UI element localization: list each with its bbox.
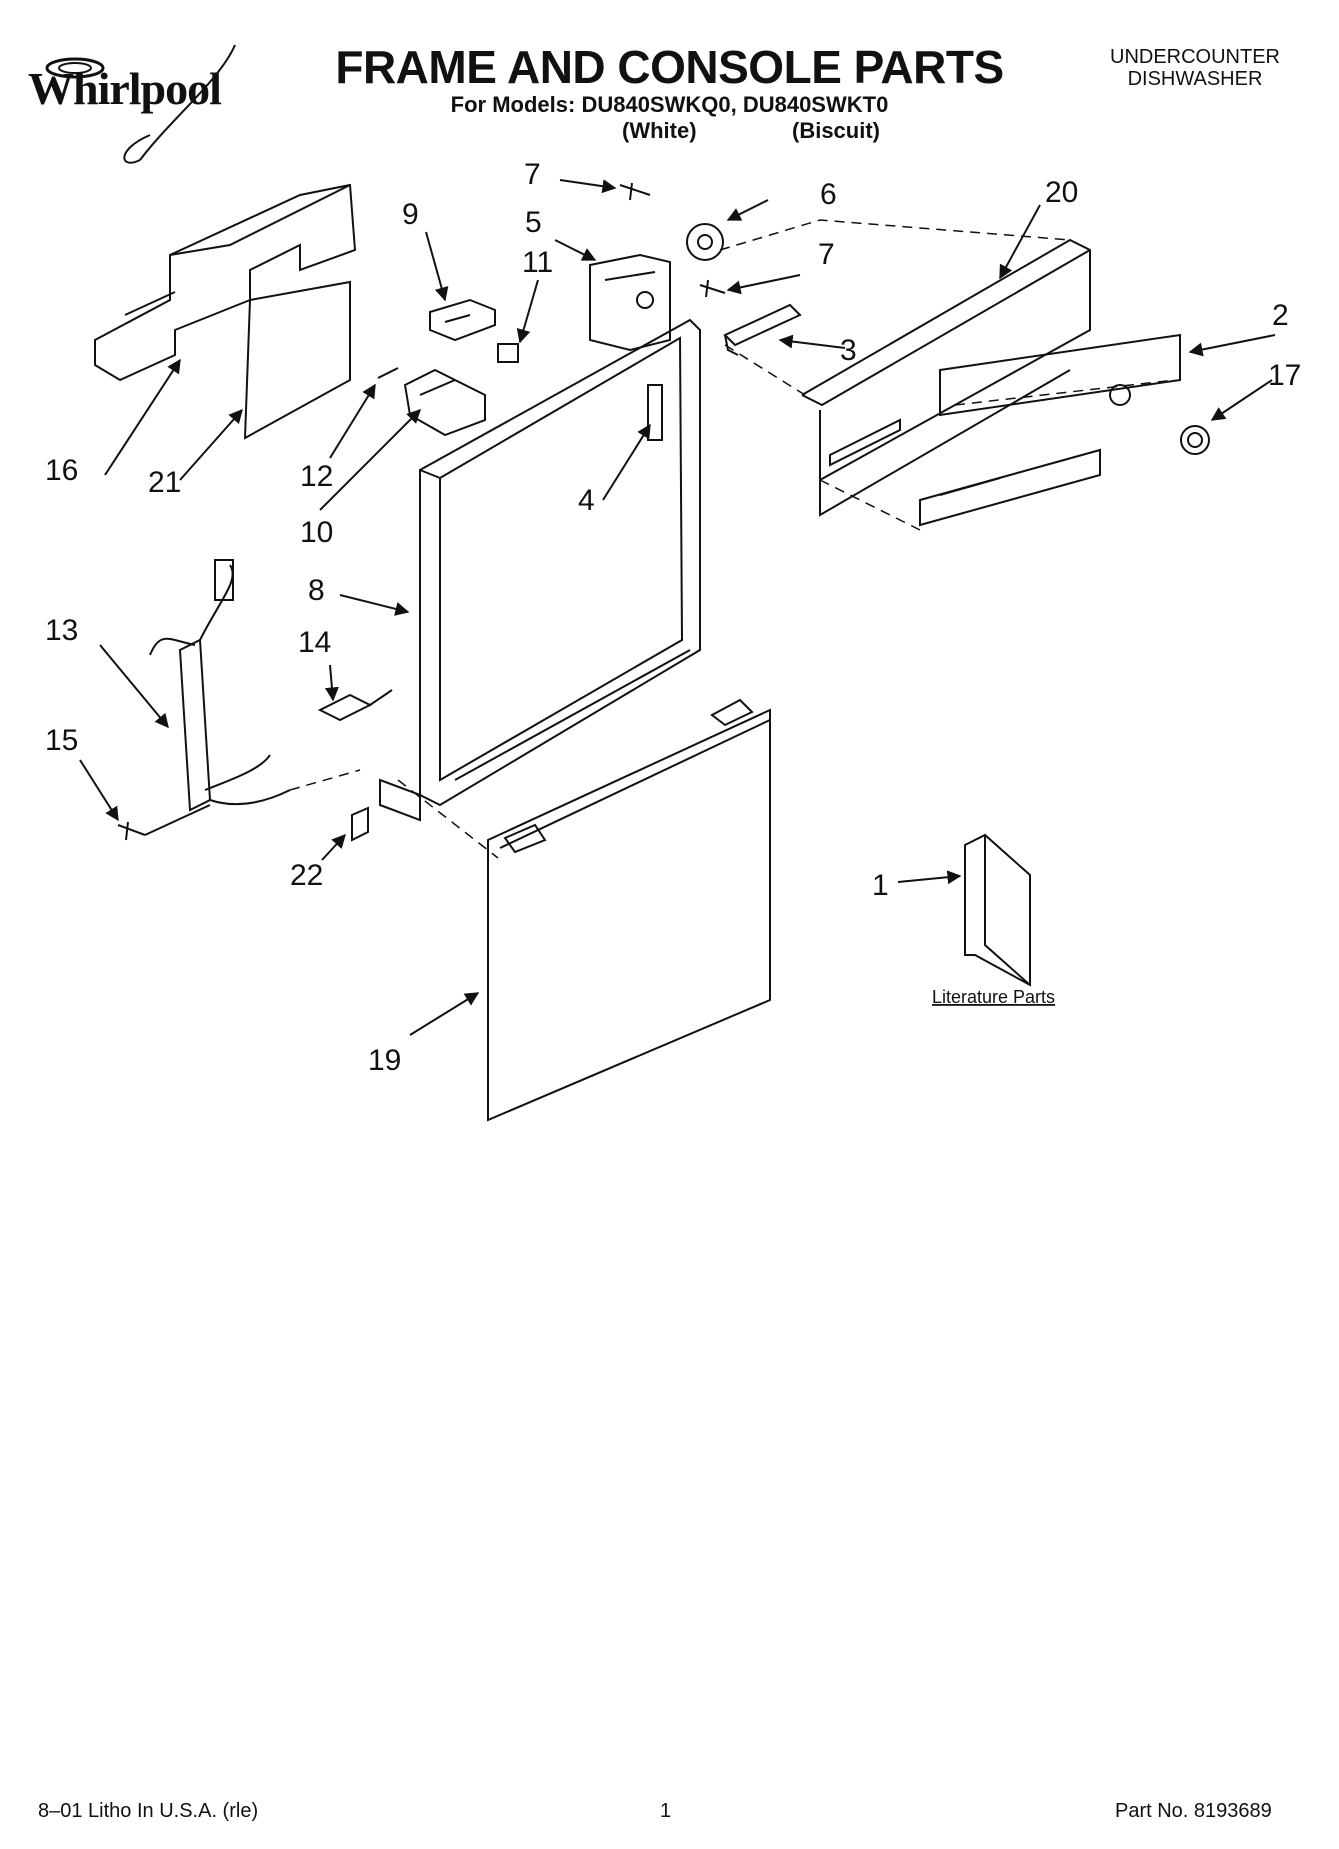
product-type: UNDERCOUNTER DISHWASHER: [1085, 46, 1305, 90]
callout-13: 13: [45, 614, 78, 647]
part-5-timer: [589, 253, 671, 352]
callout-1: 1: [872, 869, 889, 902]
litho-note: 8–01 Litho In U.S.A. (rle): [38, 1800, 259, 1822]
part-8-door-frame: [379, 318, 701, 822]
literature-parts-label: Literature Parts: [932, 987, 1055, 1007]
callout-3: 3: [840, 334, 857, 367]
callout-4: 4: [578, 484, 595, 517]
callout-7b: 7: [818, 238, 835, 271]
assembly-lines: [289, 219, 1176, 859]
callout-6: 6: [820, 178, 837, 211]
part-22-clip: [351, 806, 369, 842]
part-2-trim: [939, 333, 1181, 417]
variant-white: (White): [622, 118, 697, 143]
part-3-bracket: [723, 303, 802, 356]
callout-8: 8: [308, 574, 325, 607]
part-9-switch: [429, 298, 496, 342]
part-7-screw: [619, 182, 651, 201]
part-21-insulation: [243, 280, 351, 440]
product-line-2: DISHWASHER: [1127, 68, 1263, 90]
product-line-1: UNDERCOUNTER: [1110, 46, 1280, 68]
callout-5: 5: [525, 206, 542, 239]
page-number: 1: [660, 1800, 672, 1822]
variant-biscuit: (Biscuit): [792, 118, 880, 143]
leader-lines: [79, 179, 1276, 1036]
callout-12: 12: [300, 460, 333, 493]
part-number: Part No. 8193689: [1115, 1800, 1272, 1822]
callout-10: 10: [300, 516, 333, 549]
part-15-screw: [117, 804, 211, 841]
callout-11: 11: [522, 246, 553, 279]
part-11-switch: [497, 343, 519, 363]
callout-17: 17: [1268, 359, 1301, 392]
part-19-door-panel: [487, 698, 771, 1122]
callout-20: 20: [1045, 176, 1078, 209]
callout-19: 19: [368, 1044, 401, 1077]
callout-22: 22: [290, 859, 323, 892]
part-lower-panel: [919, 448, 1101, 527]
callout-2: 2: [1272, 299, 1289, 332]
part-14-sensor: [317, 689, 393, 722]
callout-16: 16: [45, 454, 78, 487]
part-16-console-cover: [94, 183, 357, 382]
part-13-wire-harness: [149, 559, 291, 812]
callout-15: 15: [45, 724, 78, 757]
part-1-literature: [964, 833, 1031, 987]
callout-9: 9: [402, 198, 419, 231]
callout-21: 21: [148, 466, 181, 499]
part-6-dial: [686, 223, 724, 261]
part-17-knob: [1180, 425, 1210, 455]
whirlpool-swirl-icon: [45, 44, 236, 164]
brand-name: Whirlpool: [28, 63, 222, 114]
part-12-pin: [377, 367, 399, 379]
part-10-bracket: [403, 368, 486, 437]
part-7-screw-b: [699, 279, 726, 298]
callout-labels: 7 6 5 20 9 11 7 2 3 17 16 21 12 4 10 8 1…: [45, 158, 1301, 1077]
part-4-latch: [647, 384, 663, 441]
callout-7a: 7: [524, 158, 541, 191]
part-20-console: [801, 238, 1091, 517]
callout-14: 14: [298, 626, 331, 659]
page-title: FRAME AND CONSOLE PARTS: [335, 41, 1004, 93]
model-numbers: For Models: DU840SWKQ0, DU840SWKT0: [450, 92, 889, 117]
